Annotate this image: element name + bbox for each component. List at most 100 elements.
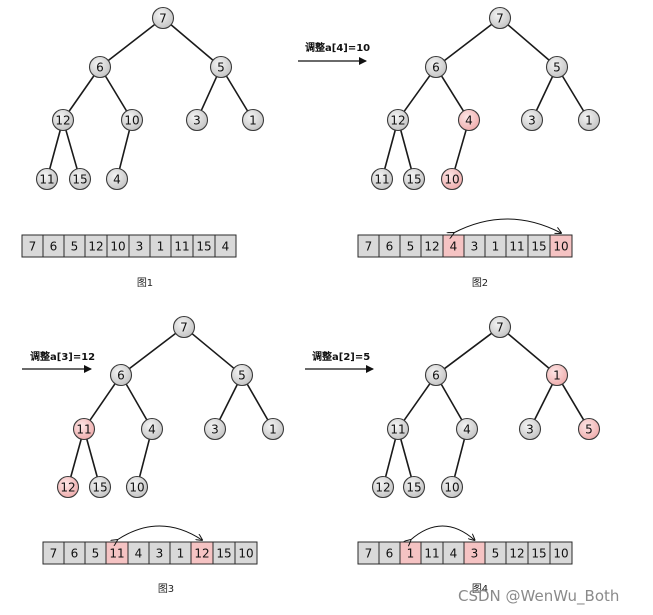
- tree-node-label: 12: [390, 114, 405, 128]
- tree-node-label: 11: [39, 173, 54, 187]
- array-cell-label: 4: [450, 547, 458, 561]
- tree-node: [402, 475, 426, 499]
- tree-node-label: 4: [113, 173, 121, 187]
- tree-node-label: 3: [528, 114, 536, 128]
- tree-edge: [48, 129, 62, 170]
- array-cell: [549, 541, 573, 565]
- step-label: 调整a[2]=5: [312, 350, 370, 363]
- tree-edge: [89, 383, 116, 421]
- tree-edge: [507, 24, 550, 61]
- array-cell-label: 3: [136, 240, 144, 254]
- tree-edge: [218, 384, 239, 420]
- tree-edge: [70, 438, 82, 478]
- tree-node: [545, 55, 569, 79]
- tree-node: [261, 417, 285, 441]
- array-cell-label: 1: [157, 240, 165, 254]
- tree-node-label: 10: [444, 481, 459, 495]
- tree-node-label: 15: [72, 173, 87, 187]
- tree-node-label: 5: [238, 369, 246, 383]
- tree-edge: [191, 333, 235, 369]
- tree-edge: [535, 76, 554, 111]
- tree-node-label: 15: [406, 481, 421, 495]
- tree-node-label: 12: [55, 114, 70, 128]
- figure-caption: 图3: [158, 583, 174, 595]
- step-label: 调整a[3]=12: [30, 350, 95, 363]
- array-cell-label: 1: [492, 240, 500, 254]
- tree-edge: [400, 438, 412, 478]
- array-cell: [214, 234, 237, 258]
- tree-node: [371, 475, 395, 499]
- tree-node-label: 10: [124, 114, 139, 128]
- array-cell-label: 11: [509, 240, 524, 254]
- tree-node-label: 11: [390, 423, 405, 437]
- tree-edge: [453, 438, 466, 478]
- tree-node-label: 1: [249, 114, 257, 128]
- tree-node-label: 5: [553, 61, 561, 75]
- array-cell-label: 5: [92, 547, 100, 561]
- array-cell-label: 7: [365, 240, 373, 254]
- array-cell-label: 5: [492, 547, 500, 561]
- watermark-text: CSDN @WenWu_Both: [458, 587, 619, 606]
- tree-node: [105, 167, 129, 191]
- array-cell-label: 6: [50, 240, 58, 254]
- swap-arc: [454, 218, 562, 233]
- array-cell-label: 10: [553, 240, 568, 254]
- tree-node-highlighted: [56, 475, 80, 499]
- tree-node: [209, 55, 233, 79]
- tree-node: [424, 363, 448, 387]
- array-cell-label: 3: [471, 547, 479, 561]
- figure-caption: 图1: [137, 277, 153, 289]
- array-cell-label: 4: [450, 240, 458, 254]
- array-cell-label: 10: [110, 240, 125, 254]
- tree-edge: [68, 75, 95, 112]
- array-cell-label: 11: [174, 240, 189, 254]
- array-cell-label: 5: [71, 240, 79, 254]
- tree-node: [230, 363, 254, 387]
- array-cell-label: 6: [386, 547, 394, 561]
- tree-node-label: 3: [211, 423, 219, 437]
- array-cell-label: 7: [29, 240, 37, 254]
- tree-node-label: 4: [463, 423, 471, 437]
- tree-node-label: 1: [553, 369, 561, 383]
- figure-caption: 图4: [472, 583, 488, 595]
- tree-edge: [561, 383, 585, 421]
- tree-node: [370, 167, 394, 191]
- tree-node-label: 12: [375, 481, 390, 495]
- array-cell-label: 11: [109, 547, 124, 561]
- tree-node-label: 1: [585, 114, 593, 128]
- array-cell-label: 11: [424, 547, 439, 561]
- tree-node: [88, 55, 112, 79]
- tree-node-label: 6: [117, 369, 125, 383]
- tree-node: [88, 475, 112, 499]
- tree-edge: [138, 438, 151, 478]
- tree-node: [488, 315, 512, 339]
- tree-node: [386, 108, 410, 132]
- tree-edge: [440, 383, 463, 421]
- tree-node: [203, 417, 227, 441]
- array-cell-label: 10: [238, 547, 253, 561]
- tree-node-label: 5: [585, 423, 593, 437]
- tree-node: [488, 6, 512, 30]
- tree-edge: [443, 332, 493, 370]
- tree-edge: [533, 384, 554, 420]
- tree-node-label: 7: [496, 321, 504, 335]
- tree-node-label: 15: [406, 173, 421, 187]
- tree-edge: [170, 24, 214, 61]
- tree-node-label: 15: [92, 481, 107, 495]
- array-cell-label: 15: [531, 547, 546, 561]
- tree-node: [402, 167, 426, 191]
- tree-node-label: 10: [444, 173, 459, 187]
- tree-edge: [561, 75, 585, 112]
- step-label: 调整a[4]=10: [305, 41, 370, 54]
- array-cell-label: 6: [386, 240, 394, 254]
- tree-node: [109, 363, 133, 387]
- tree-edge: [403, 75, 431, 112]
- tree-node: [424, 55, 448, 79]
- tree-node: [68, 167, 92, 191]
- tree-node-highlighted: [72, 417, 96, 441]
- tree-node: [51, 108, 75, 132]
- tree-node: [455, 417, 479, 441]
